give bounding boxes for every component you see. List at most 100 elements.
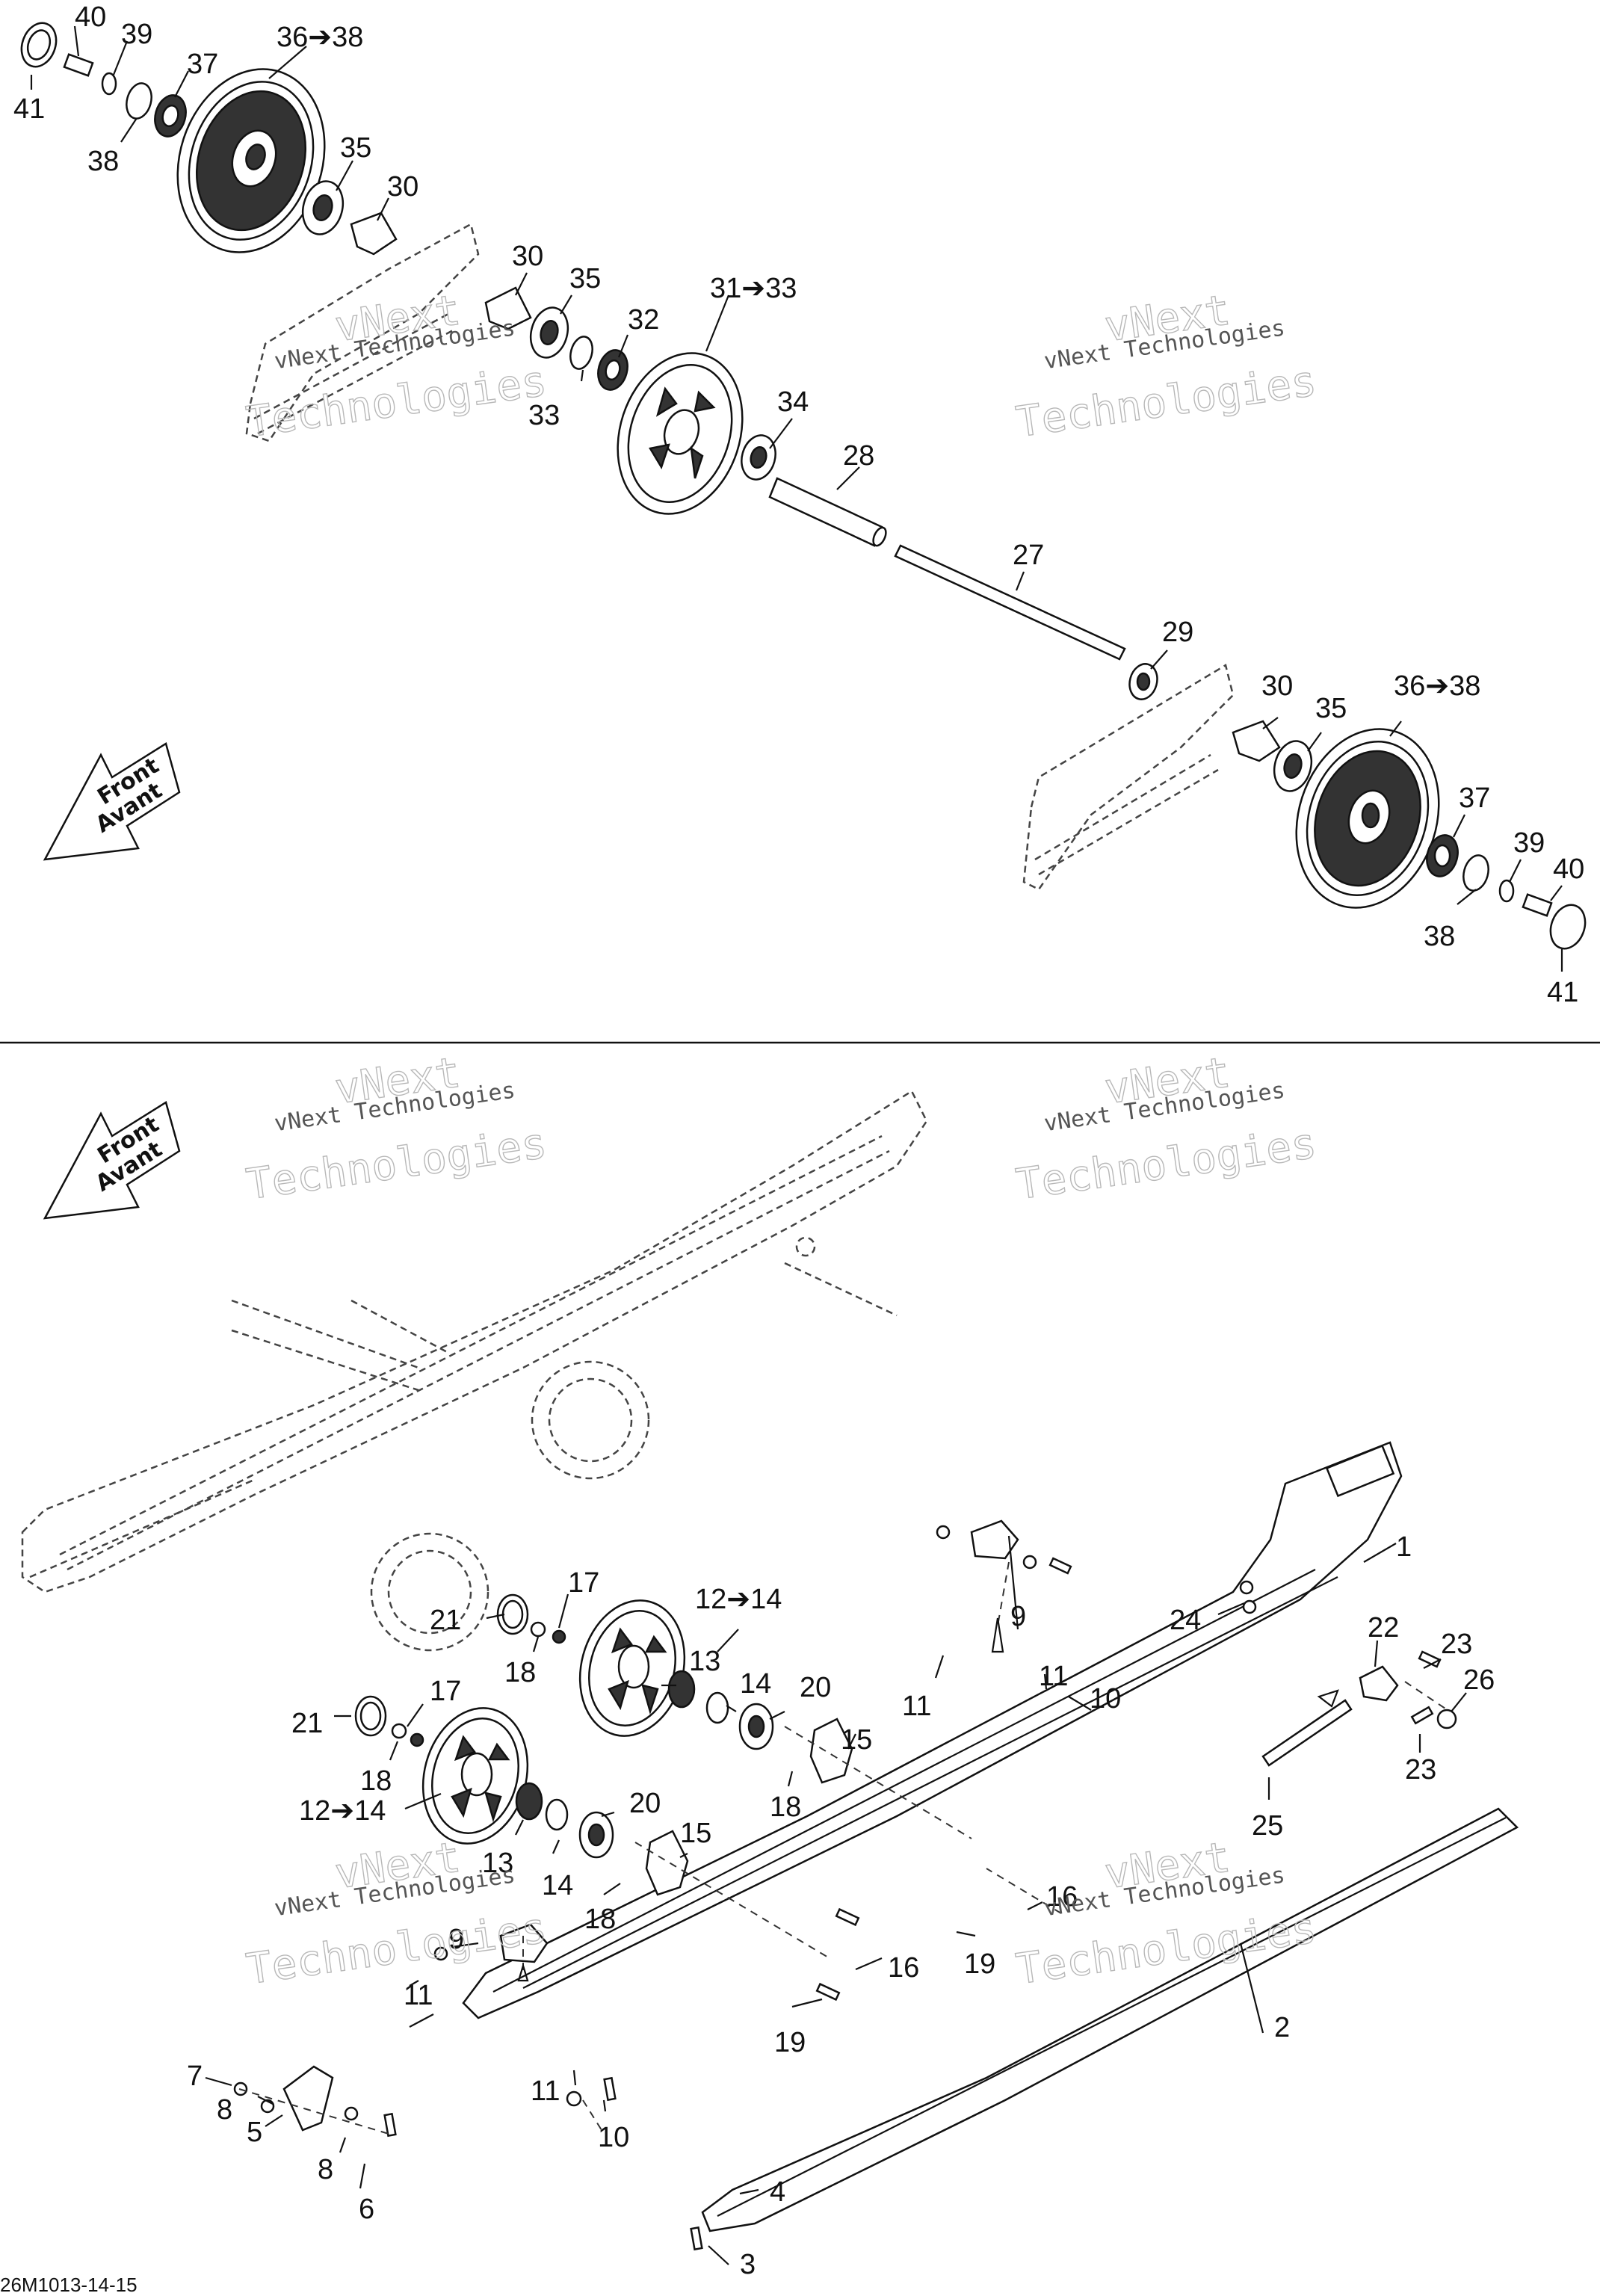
adapter-30-right — [1232, 720, 1281, 762]
rail-1 — [462, 1441, 1403, 2019]
callout-19-b: 19 — [774, 2027, 806, 2058]
callout-24: 24 — [1170, 1605, 1201, 1636]
callout-31-33: 31➔33 — [710, 273, 797, 304]
callout-39-b: 39 — [1513, 827, 1545, 859]
callouts-upper: 41 40 39 38 37 36➔38 35 30 30 35 32 33 3… — [13, 1, 1584, 1008]
axle-27 — [894, 544, 1126, 661]
callout-20: 20 — [800, 1672, 831, 1703]
ghost-wheel-2 — [531, 1360, 650, 1480]
cap-41-right — [1549, 904, 1587, 950]
callout-13: 13 — [689, 1646, 720, 1677]
callout-38-b: 38 — [1424, 921, 1455, 952]
callout-4: 4 — [770, 2176, 785, 2208]
idler-wheel-right — [1295, 728, 1440, 909]
watermarks-lower-right-bottom: vNext Technologies vNext Technologies — [1013, 1833, 1320, 1995]
callout-7: 7 — [187, 2061, 203, 2092]
callout-28: 28 — [843, 440, 874, 472]
callout-17-b: 17 — [430, 1676, 461, 1707]
callout-41-b: 41 — [1547, 977, 1578, 1008]
callout-38: 38 — [87, 146, 119, 177]
callout-37: 37 — [187, 49, 218, 80]
fasteners — [233, 1525, 1457, 2251]
callout-16: 16 — [1046, 1881, 1078, 1913]
tube-28 — [768, 477, 883, 547]
callout-22: 22 — [1368, 1612, 1399, 1644]
bogie-wheel-lower — [421, 1707, 529, 1845]
callout-8-b: 8 — [318, 2154, 333, 2185]
callout-12-14-b: 12➔14 — [299, 1795, 386, 1827]
block-22 — [1359, 1665, 1399, 1702]
leaders-upper — [30, 25, 1563, 972]
watermarks-lower-left-top: vNext Technologies vNext Technologies — [243, 1048, 550, 1210]
callout-40: 40 — [75, 1, 106, 33]
ghost-rail-upper-right — [1022, 664, 1235, 891]
callout-11-d: 11 — [531, 2076, 560, 2107]
bracket-15-upper — [809, 1718, 853, 1784]
callout-16-b: 16 — [888, 1952, 919, 1984]
callout-30-c: 30 — [1261, 670, 1293, 702]
callout-21-b: 21 — [291, 1708, 323, 1739]
adapter-30-mid — [484, 286, 532, 330]
callout-35: 35 — [340, 132, 371, 164]
front-arrow-lower: Front Avant — [43, 1101, 181, 1220]
callout-23-b: 23 — [1405, 1754, 1436, 1786]
watermarks-lower-right-top: vNext Technologies vNext Technologies — [1013, 1048, 1320, 1210]
callout-37-b: 37 — [1459, 783, 1490, 814]
callout-30-b: 30 — [512, 241, 543, 272]
callout-32: 32 — [628, 304, 659, 336]
callout-33: 33 — [528, 400, 560, 431]
front-arrow-upper: Front Avant — [43, 742, 181, 861]
callout-29: 29 — [1162, 617, 1193, 648]
center-wheel — [617, 352, 744, 515]
ghost-rail-upper-right-lower — [1034, 753, 1219, 876]
callout-13-b: 13 — [482, 1848, 513, 1879]
bolt-40-right — [1522, 893, 1553, 917]
bolt-40-left — [63, 53, 94, 77]
callout-19: 19 — [964, 1948, 995, 1980]
callout-17: 17 — [568, 1567, 599, 1599]
callout-14-b: 14 — [542, 1870, 573, 1901]
callout-2: 2 — [1274, 2012, 1290, 2043]
callout-34: 34 — [777, 386, 809, 418]
callout-39: 39 — [121, 19, 152, 50]
ring-38-left — [126, 82, 152, 120]
callout-35-c: 35 — [1315, 693, 1347, 724]
leaders-lower — [205, 1535, 1467, 2265]
callout-10-b: 10 — [598, 2122, 629, 2153]
upper-section: Front Avant 41 40 39 38 37 36➔38 35 30 3… — [13, 1, 1587, 1008]
callout-21: 21 — [430, 1605, 461, 1636]
bogie-wheel-upper — [578, 1599, 686, 1737]
callout-9-b: 9 — [448, 1924, 464, 1955]
callout-11-c: 11 — [404, 1980, 433, 2011]
callout-11: 11 — [902, 1691, 931, 1722]
callout-18-b: 18 — [770, 1792, 801, 1823]
bumper-5 — [282, 2065, 334, 2132]
callout-41: 41 — [13, 93, 45, 125]
callout-6: 6 — [359, 2194, 374, 2225]
callout-26: 26 — [1463, 1664, 1495, 1696]
washer-39-left — [101, 72, 117, 96]
ring-38-right — [1462, 854, 1489, 892]
callout-8: 8 — [217, 2094, 232, 2126]
callout-18: 18 — [504, 1657, 536, 1688]
bracket-15-lower — [645, 1830, 689, 1896]
watermarks-upper-right: vNext Technologies vNext Technologies — [1013, 286, 1320, 448]
callout-3: 3 — [740, 2249, 756, 2280]
callout-11-b: 11 — [1039, 1661, 1068, 1692]
ghost-wheel-1 — [370, 1532, 489, 1652]
washer-39-right — [1498, 879, 1515, 903]
callout-18-d: 18 — [584, 1904, 616, 1935]
callout-20-b: 20 — [629, 1788, 661, 1819]
callout-15: 15 — [841, 1724, 872, 1756]
ghost-suspension-frame — [21, 1090, 928, 1593]
shaft-25 — [1261, 1699, 1353, 1767]
callout-12-14: 12➔14 — [695, 1584, 782, 1615]
ring-33 — [569, 336, 593, 370]
callout-10: 10 — [1090, 1683, 1121, 1715]
callout-1: 1 — [1396, 1531, 1412, 1563]
callout-15-b: 15 — [680, 1818, 711, 1849]
block-9-upper — [970, 1519, 1019, 1560]
callout-18-c: 18 — [360, 1765, 392, 1797]
callout-5: 5 — [247, 2117, 262, 2148]
